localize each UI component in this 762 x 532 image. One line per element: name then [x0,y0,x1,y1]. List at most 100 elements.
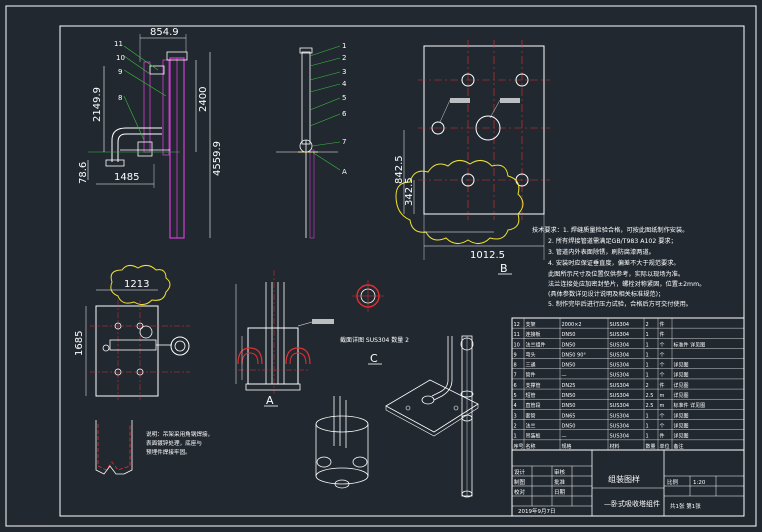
bom-cell: DN25 [562,383,576,389]
plan-plate [95,305,159,397]
bom-cell: 个 [660,342,665,348]
bom-cell: 件 [660,321,665,328]
dim-842-5: 842.5 [394,155,405,184]
bom-cell: 个 [660,423,665,429]
revision-cloud-plan [110,264,171,306]
bom-cell: 8 [514,363,517,369]
bom-cell: DN50 [562,393,576,399]
top-flange [166,51,188,61]
bom-cell: 详见图 [674,422,689,429]
title-block: 设计 审核 制图 批准 校对 日期 2019年9月7日 组装图样 —卧式吸收塔组… [511,449,745,517]
u-bolt-right [285,347,311,365]
view-label-b: B [500,262,508,275]
tb-approve-label: 批准 [554,478,566,486]
technical-notes: 技术要求：1. 焊缝质量检验合格，可按此图纸制作安装。 2. 所有焊接管道需满足… [532,226,705,308]
note-2: 2. 所有焊接管道需满足GB/T983 A102 要求； [548,237,677,245]
bom-cell: 1 [646,373,649,379]
bom-cell: 2 [646,322,649,328]
bom-cell: 个 [660,413,665,419]
bom-cell: 支撑管 [526,382,541,389]
bom-cell: 10 [514,342,520,348]
dim-1012-5: 1012.5 [470,250,505,261]
isometric-assembly [385,335,479,498]
balloon-1: 1 [342,42,346,50]
bom-cell: 7 [514,373,517,379]
bom-cell: 序号 [514,443,524,450]
tb-scale-label: 比例 [667,478,679,486]
view-label-c: C [370,352,378,365]
bom-cell: 三通 [526,362,536,369]
balloon-4: 4 [342,80,347,88]
bom-cell: DN50 [562,342,576,348]
dim-4559-9: 4559.9 [212,141,223,176]
title-block-frame [511,449,745,517]
bom-cell: — [562,434,567,440]
revision-cloud-b [395,160,524,244]
isometric-cylinder [315,396,369,489]
valve-body [137,141,153,157]
bom-cell: 详见图 [674,433,689,440]
bom-cell: 件 [660,331,665,338]
bom-cell: 标准件 详见图 [674,402,706,409]
dim-2149-9: 2149.9 [92,87,103,122]
bom-cell: 2000×2 [562,322,582,328]
small-note-1: 说明：吊架采用角钢焊接， [146,430,213,438]
bom-cell: 1 [646,423,649,429]
dim-78-6: 78.6 [78,162,89,184]
plate-outline [423,45,545,215]
tb-scale: 1:20 [693,480,706,486]
small-note-3: 预埋件焊接牢固。 [146,448,191,456]
bom-cell: m [660,403,665,409]
tb-draw-label: 制图 [514,478,526,486]
bom-cell: 1 [646,352,649,358]
bom-cell: SUS304 [610,342,630,348]
side-leaders [309,45,341,171]
bom-cell: SUS304 [610,363,630,369]
u-bolt-left [237,347,263,365]
view-label-a: A [266,394,274,407]
bom-cell: 详见图 [674,372,689,379]
bom-cell: 件 [660,382,665,389]
balloon-6: 6 [342,110,347,118]
note-8: 5. 制作完毕后进行压力试验，合格后方可交付使用。 [548,300,692,308]
bom-cell: 5 [514,393,517,399]
support-body [247,327,299,385]
bom-cell: 件 [660,433,665,440]
note-6: 法兰连接处应加密封垫片，螺栓对称紧固，位置±2mm。 [548,280,705,288]
bom-cell: DN50 [562,363,576,369]
side-riser [301,51,311,145]
tb-design-label: 设计 [514,468,526,476]
view-b-plate: 842.5 342.5 1012.5 B [394,40,550,275]
balloon-8: 8 [118,94,122,102]
bom-cell: — [562,373,567,379]
bom-cell: 法兰组件 [526,341,546,348]
bom-cell: 2.5 [646,403,654,409]
bom-cell: 个 [660,363,665,369]
bom-cell: 标准件 详见图 [674,341,706,348]
bom-cell: 短管 [526,392,536,399]
tb-check-label: 校对 [514,488,526,496]
view-c-section: 截面详图 SUS304 数量 2 C [340,280,409,365]
bom-cell: 12 [514,322,520,328]
hanger-outline [95,420,133,475]
bom-cell: SUS304 [610,393,630,399]
plan-flange [170,336,190,356]
annotation-c: 截面详图 SUS304 数量 2 [340,336,409,344]
dim-1213: 1213 [124,279,149,290]
bom-cell: 个 [660,352,665,358]
bom-cell: SUS304 [610,373,630,379]
bom-cell: SUS304 [610,322,630,328]
bom-cell: 吊装板 [526,433,541,440]
side-elevation-view: 1 2 3 4 5 6 7 A [276,42,347,239]
note-4: 4. 安装时应保证垂直度，偏差不大于规范要求。 [548,259,680,267]
bom-cell: 3 [514,413,517,419]
bom-cell: SUS304 [610,413,630,419]
bom-cell: SUS304 [610,434,630,440]
front-elevation-view: 854.9 2149.9 2400 4559.9 78.6 1485 11 10… [78,27,223,239]
bom-cell: 名称 [526,443,536,450]
note-7: (具体参数详见设计说明及相关标准规范)； [548,290,664,298]
bom-cell: 1 [646,434,649,440]
iso-plate [385,379,479,433]
